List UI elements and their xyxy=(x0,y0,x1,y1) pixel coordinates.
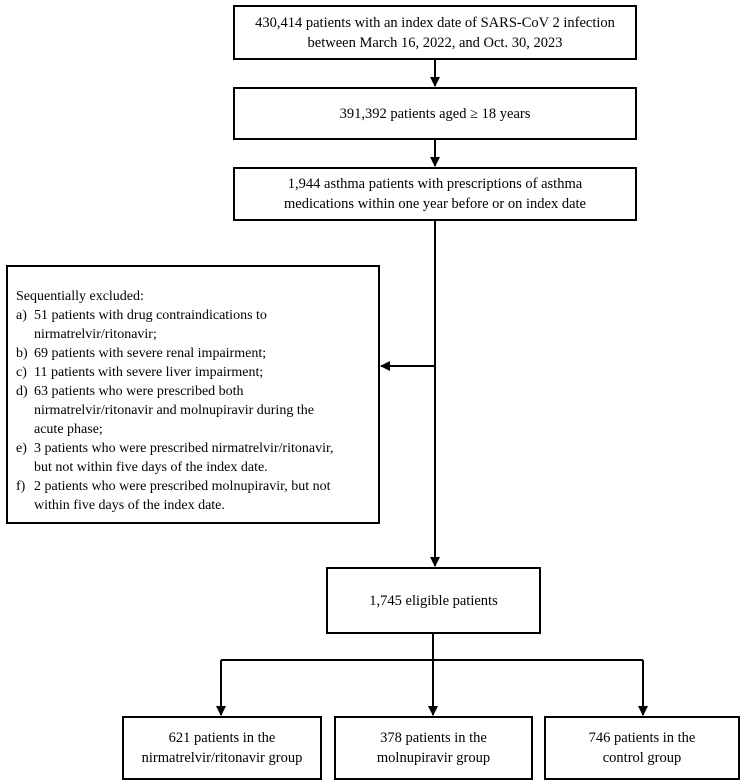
box-index-infection: 430,414 patients with an index date of S… xyxy=(233,5,637,60)
box-text-line: 1,745 eligible patients xyxy=(369,592,498,609)
box-eligible: 1,745 eligible patients xyxy=(326,567,541,634)
exclusion-text: 2 patients who were prescribed molnupira… xyxy=(34,477,334,515)
exclusion-text-line: but not within five days of the index da… xyxy=(34,460,268,475)
exclusion-text: 3 patients who were prescribed nirmatrel… xyxy=(34,439,334,477)
exclusion-heading: Sequentially excluded: xyxy=(16,289,144,304)
box-text-line: medications within one year before or on… xyxy=(284,196,586,212)
box-text-line: 746 patients in the xyxy=(588,730,696,746)
exclusion-list: a) 51 patients with drug contraindicatio… xyxy=(16,306,334,515)
box-text-line: 1,944 asthma patients with prescriptions… xyxy=(287,176,583,192)
exclusion-text-line: 2 patients who were prescribed molnupira… xyxy=(34,479,331,494)
box-text-line: nirmatrelvir/ritonavir group xyxy=(141,750,303,766)
box-control-group: 746 patients in the control group xyxy=(544,716,740,780)
exclusion-text-line: 51 patients with drug contraindications … xyxy=(34,308,267,323)
exclusion-letter: e) xyxy=(16,441,27,456)
box-exclusions: Sequentially excluded: a) 51 patients wi… xyxy=(6,265,380,524)
box-asthma: 1,944 asthma patients with prescriptions… xyxy=(233,167,637,221)
exclusion-text-line: 11 patients with severe liver impairment… xyxy=(34,365,264,380)
box-text-line: 391,392 patients aged ≥ 18 years xyxy=(339,105,531,122)
exclusion-text-line: 69 patients with severe renal impairment… xyxy=(34,346,267,361)
exclusion-item: e) 3 patients who were prescribed nirmat… xyxy=(16,439,334,477)
exclusion-text: 11 patients with severe liver impairment… xyxy=(34,363,334,382)
exclusion-text: 51 patients with drug contraindications … xyxy=(34,306,334,344)
exclusion-text-line: 3 patients who were prescribed nirmatrel… xyxy=(34,441,334,456)
exclusion-item: a) 51 patients with drug contraindicatio… xyxy=(16,306,334,344)
exclusion-item: b) 69 patients with severe renal impairm… xyxy=(16,344,334,363)
exclusion-text-line: within five days of the index date. xyxy=(34,498,225,513)
box-text-line: molnupiravir group xyxy=(376,750,491,766)
exclusion-text-line: 63 patients who were prescribed both xyxy=(34,384,244,399)
exclusion-letter: b) xyxy=(16,346,28,361)
exclusion-text: 63 patients who were prescribed both nir… xyxy=(34,382,334,439)
exclusion-letter: d) xyxy=(16,384,28,399)
exclusion-item: c) 11 patients with severe liver impairm… xyxy=(16,363,334,382)
box-molnupiravir-group: 378 patients in the molnupiravir group xyxy=(334,716,533,780)
box-text-line: 378 patients in the xyxy=(380,730,487,746)
exclusion-item: d) 63 patients who were prescribed both … xyxy=(16,382,334,439)
box-text-line: between March 16, 2022, and Oct. 30, 202… xyxy=(307,34,563,51)
exclusion-text-line: nirmatrelvir/ritonavir and molnupiravir … xyxy=(34,403,314,418)
box-nirmatrelvir-group: 621 patients in the nirmatrelvir/ritonav… xyxy=(122,716,322,780)
exclusion-text-line: nirmatrelvir/ritonavir; xyxy=(34,327,157,342)
exclusion-letter: a) xyxy=(16,308,27,323)
box-text-line: 430,414 patients with an index date of S… xyxy=(255,14,615,31)
exclusion-item: f) 2 patients who were prescribed molnup… xyxy=(16,477,334,515)
box-text-line: control group xyxy=(602,750,682,766)
exclusion-text: 69 patients with severe renal impairment… xyxy=(34,344,334,363)
exclusion-text-line: acute phase; xyxy=(34,422,103,437)
box-text-line: 621 patients in the xyxy=(168,730,276,746)
box-adults: 391,392 patients aged ≥ 18 years xyxy=(233,87,637,140)
exclusion-letter: f) xyxy=(16,479,26,494)
exclusion-letter: c) xyxy=(16,365,27,380)
